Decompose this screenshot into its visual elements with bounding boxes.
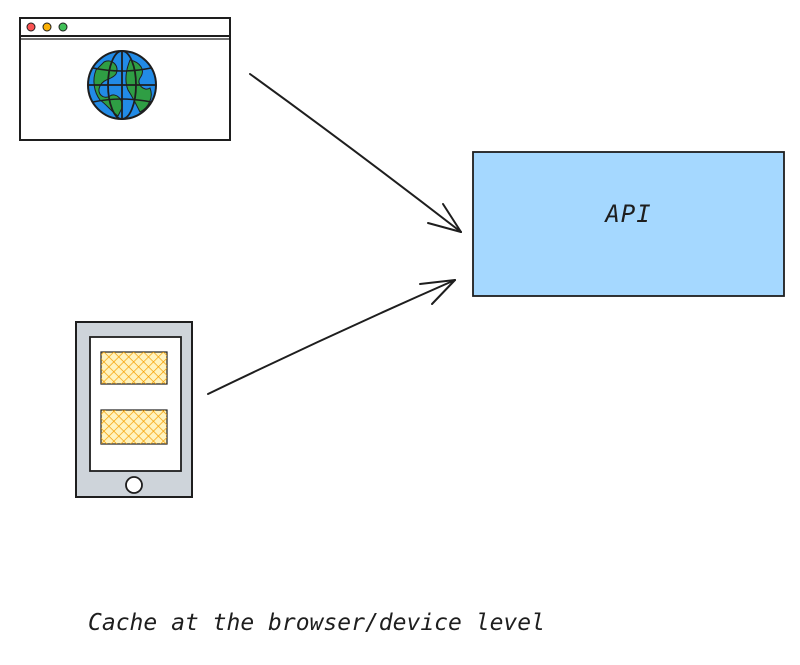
- arrow-browser-to-api: [249, 73, 462, 233]
- browser-maximize-dot-icon: [58, 22, 68, 32]
- home-button-icon: [125, 476, 143, 494]
- browser-minimize-dot-icon: [42, 22, 52, 32]
- api-label: API: [605, 200, 652, 228]
- browser-close-dot-icon: [26, 22, 36, 32]
- mobile-device-icon: [75, 321, 193, 498]
- globe-icon: [87, 50, 157, 120]
- arrow-device-to-api: [207, 279, 456, 395]
- browser-window-icon: [19, 17, 231, 141]
- api-box: [472, 151, 785, 297]
- diagram-caption: Cache at the browser/device level: [88, 610, 545, 636]
